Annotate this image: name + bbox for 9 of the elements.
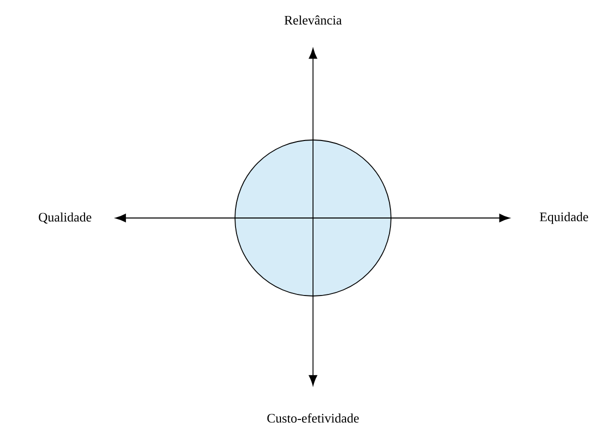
axis-label: Equidade: [540, 212, 588, 224]
circle: [234, 140, 392, 296]
arrow: [308, 48, 318, 218]
arrow: [308, 218, 318, 386]
axis-label: Qualidade: [38, 212, 92, 224]
arrow: [312, 214, 510, 222]
arrow: [115, 214, 314, 222]
axis-label: Custo-efetividade: [267, 413, 359, 423]
axis-label: Relevância: [284, 15, 342, 25]
